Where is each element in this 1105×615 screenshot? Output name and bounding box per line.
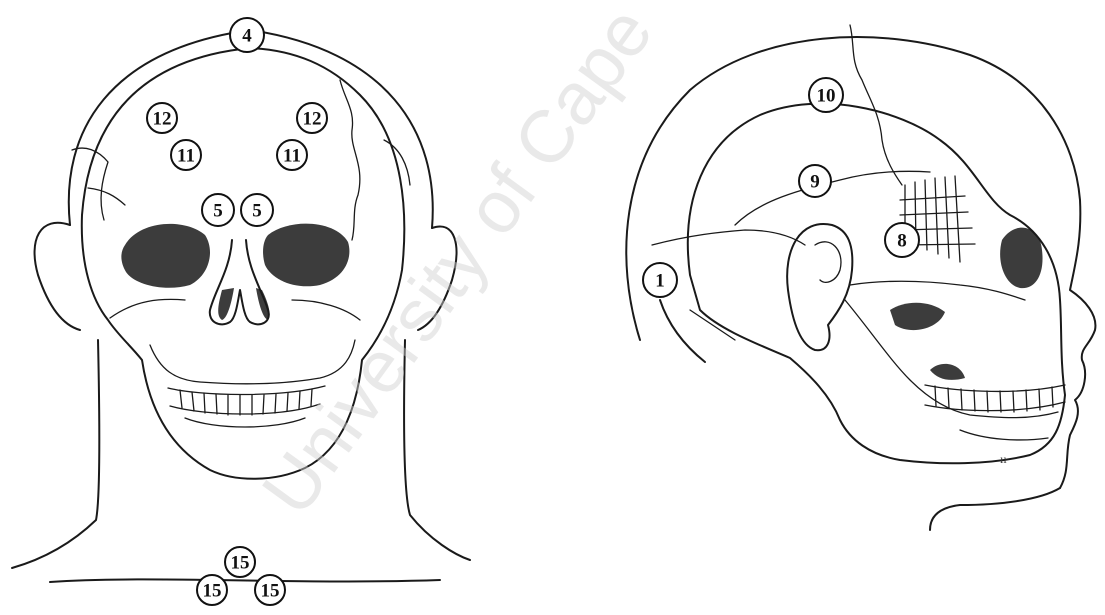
marker-label: 8 — [897, 231, 907, 252]
marker-label: 15 — [231, 553, 250, 574]
front-marker-12: 12 — [147, 103, 177, 133]
front-marker-15: 15 — [197, 575, 227, 605]
front-right-orbit — [263, 224, 349, 287]
side-orbit — [1000, 228, 1042, 289]
side-coronal-suture — [850, 25, 902, 185]
side-lambdoid-suture — [652, 230, 805, 245]
side-mandibular-notch — [890, 303, 945, 330]
front-suture-left — [72, 148, 108, 220]
front-temporal-line-left — [88, 188, 125, 205]
front-marker-5: 5 — [241, 194, 273, 226]
front-left-ear — [35, 223, 80, 330]
marker-label: 12 — [153, 109, 172, 130]
marker-label: 11 — [283, 146, 301, 167]
marker-label: 4 — [242, 26, 252, 47]
front-neck-left — [12, 340, 99, 568]
side-zygomatic-arch — [850, 281, 1025, 300]
front-cheek-right — [292, 300, 360, 320]
front-marker-11: 11 — [171, 140, 201, 170]
marker-label: 12 — [303, 109, 322, 130]
marker-label: 11 — [177, 146, 195, 167]
side-teeth — [925, 364, 1065, 412]
side-chin — [960, 430, 1048, 440]
front-marker-11: 11 — [277, 140, 307, 170]
front-collar — [50, 579, 440, 582]
front-suture-right — [340, 80, 360, 240]
marker-label: 1 — [655, 271, 665, 292]
side-marker-9: 9 — [799, 165, 831, 197]
front-marker-5: 5 — [202, 194, 234, 226]
front-marker-15: 15 — [255, 575, 285, 605]
marker-label: 5 — [252, 201, 262, 222]
side-marker-8: 8 — [885, 223, 919, 257]
side-occipital-line — [690, 310, 735, 340]
side-squamosal-suture — [735, 171, 930, 225]
side-marker-10: 10 — [809, 78, 843, 112]
front-marker-15: 15 — [225, 547, 255, 577]
marker-label: 5 — [213, 201, 223, 222]
side-view-head: ıı — [626, 25, 1095, 530]
front-nasal-shading — [218, 288, 269, 320]
marker-label: 9 — [810, 172, 820, 193]
side-neck-back — [660, 300, 705, 362]
front-marker-12: 12 — [297, 103, 327, 133]
side-skull-outline — [688, 104, 1065, 464]
side-ear-inner — [815, 242, 841, 282]
marker-label: 15 — [261, 581, 280, 602]
side-marker-1: 1 — [643, 263, 677, 297]
marker-label: 15 — [203, 581, 222, 602]
marker-label: 10 — [817, 86, 836, 107]
side-neck-front — [930, 488, 1060, 530]
front-marker-4: 4 — [230, 18, 264, 52]
front-left-orbit — [121, 224, 210, 288]
front-cheek-left — [110, 299, 185, 318]
side-mark-dots: ıı — [1000, 452, 1007, 466]
